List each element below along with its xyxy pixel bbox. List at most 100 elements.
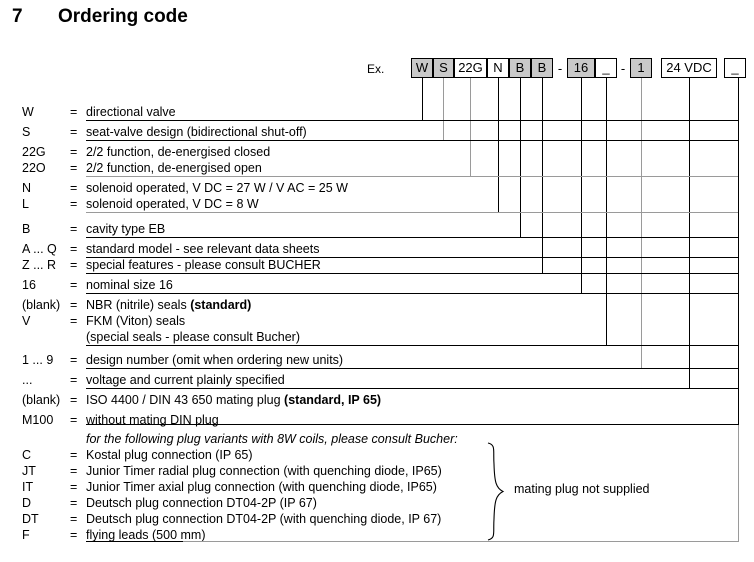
legend-description: Deutsch plug connection DT04-2P (IP 67) xyxy=(86,496,317,510)
legend-description: ISO 4400 / DIN 43 650 mating plug (stand… xyxy=(86,393,382,407)
leader-line-9 xyxy=(689,78,690,388)
legend-equals: = xyxy=(70,314,78,328)
leader-line-0 xyxy=(422,78,423,120)
code-box-4: B xyxy=(509,58,531,78)
legend-code: M100 xyxy=(22,413,54,427)
legend-code: W xyxy=(22,105,34,119)
legend-equals: = xyxy=(70,373,78,387)
leader-line-2 xyxy=(470,78,471,176)
legend-code: JT xyxy=(22,464,36,478)
legend-code: D xyxy=(22,496,32,510)
frame-right-lower xyxy=(738,425,739,542)
leader-line-5 xyxy=(542,78,543,273)
frame-right-upper xyxy=(738,78,739,425)
legend-equals: = xyxy=(70,145,78,159)
code-box-5: B xyxy=(531,58,553,78)
frame-bottom xyxy=(183,541,739,542)
legend-rule xyxy=(86,212,738,213)
leader-line-3 xyxy=(498,78,499,212)
legend-equals: = xyxy=(70,197,78,211)
legend-code: S xyxy=(22,125,31,139)
legend-code: A ... Q xyxy=(22,242,57,256)
code-box-0: W xyxy=(411,58,433,78)
leader-line-6 xyxy=(581,78,582,293)
legend-rule xyxy=(86,237,738,238)
legend-rule xyxy=(86,257,738,258)
legend-rule xyxy=(86,120,738,121)
legend-equals: = xyxy=(70,242,78,256)
legend-code: DT xyxy=(22,512,39,526)
legend-equals: = xyxy=(70,512,78,526)
legend-description: solenoid operated, V DC = 8 W xyxy=(86,197,259,211)
legend-rule xyxy=(86,293,738,294)
legend-description: directional valve xyxy=(86,105,176,119)
legend-equals: = xyxy=(70,222,78,236)
code-box-9: 24 VDC xyxy=(661,58,717,78)
legend-rule xyxy=(86,345,738,346)
section-title: Ordering code xyxy=(58,6,188,27)
legend-equals: = xyxy=(70,496,78,510)
legend-description-emphasis: (standard, IP 65) xyxy=(284,393,382,407)
code-box-10: _ xyxy=(724,58,746,78)
legend-code: 22G xyxy=(22,145,46,159)
legend-description: flying leads (500 mm) xyxy=(86,528,206,542)
legend-description: voltage and current plainly specified xyxy=(86,373,285,387)
legend-code: 22O xyxy=(22,161,46,175)
legend-code: 16 xyxy=(22,278,36,292)
legend-equals: = xyxy=(70,353,78,367)
legend-description: NBR (nitrile) seals (standard) xyxy=(86,298,252,312)
leader-line-4 xyxy=(520,78,521,237)
legend-equals: = xyxy=(70,125,78,139)
legend-code: L xyxy=(22,197,29,211)
code-separator-0: - xyxy=(557,61,563,76)
legend-description: without mating DIN plug xyxy=(86,413,219,427)
plug-variants-note: for the following plug variants with 8W … xyxy=(86,432,458,446)
legend-description-emphasis: (standard) xyxy=(190,298,252,312)
legend-equals: = xyxy=(70,413,78,427)
legend-description: Junior Timer axial plug connection (with… xyxy=(86,480,437,494)
legend-description: nominal size 16 xyxy=(86,278,173,292)
legend-equals: = xyxy=(70,258,78,272)
page-title: 7 Ordering code xyxy=(12,4,512,34)
legend-equals: = xyxy=(70,448,78,462)
code-box-8: 1 xyxy=(630,58,652,78)
legend-code: B xyxy=(22,222,31,236)
legend-rule xyxy=(86,273,738,274)
legend-code: 1 ... 9 xyxy=(22,353,54,367)
legend-description: cavity type EB xyxy=(86,222,166,236)
legend-rule xyxy=(86,140,738,141)
legend-code: (blank) xyxy=(22,298,61,312)
legend-description: seat-valve design (bidirectional shut-of… xyxy=(86,125,307,139)
legend-equals: = xyxy=(70,480,78,494)
leader-line-1 xyxy=(443,78,444,140)
legend-description: solenoid operated, V DC = 27 W / V AC = … xyxy=(86,181,348,195)
legend-rule xyxy=(86,388,738,389)
legend-rule xyxy=(86,424,738,425)
mating-plug-note: mating plug not supplied xyxy=(514,482,650,496)
legend-description: 2/2 function, de-energised open xyxy=(86,161,262,175)
legend-code: N xyxy=(22,181,32,195)
legend-description: special features - please consult BUCHER xyxy=(86,258,321,272)
legend-code: C xyxy=(22,448,32,462)
legend-description: design number (omit when ordering new un… xyxy=(86,353,344,367)
section-number: 7 xyxy=(12,6,23,27)
code-box-2: 22G xyxy=(454,58,487,78)
legend-rule xyxy=(86,368,738,369)
code-box-3: N xyxy=(487,58,509,78)
code-separator-1: - xyxy=(620,61,626,76)
legend-equals: = xyxy=(70,161,78,175)
legend-equals: = xyxy=(70,464,78,478)
leader-line-8 xyxy=(641,78,642,368)
legend-equals: = xyxy=(70,181,78,195)
legend-equals: = xyxy=(70,393,78,407)
legend-equals: = xyxy=(70,278,78,292)
legend-rule xyxy=(86,176,738,177)
legend-description: Deutsch plug connection DT04-2P (with qu… xyxy=(86,512,442,526)
legend-equals: = xyxy=(70,528,78,542)
legend-description: 2/2 function, de-energised closed xyxy=(86,145,271,159)
legend-description: Kostal plug connection (IP 65) xyxy=(86,448,253,462)
legend-code: Z ... R xyxy=(22,258,57,272)
legend-code: IT xyxy=(22,480,34,494)
legend-equals: = xyxy=(70,298,78,312)
